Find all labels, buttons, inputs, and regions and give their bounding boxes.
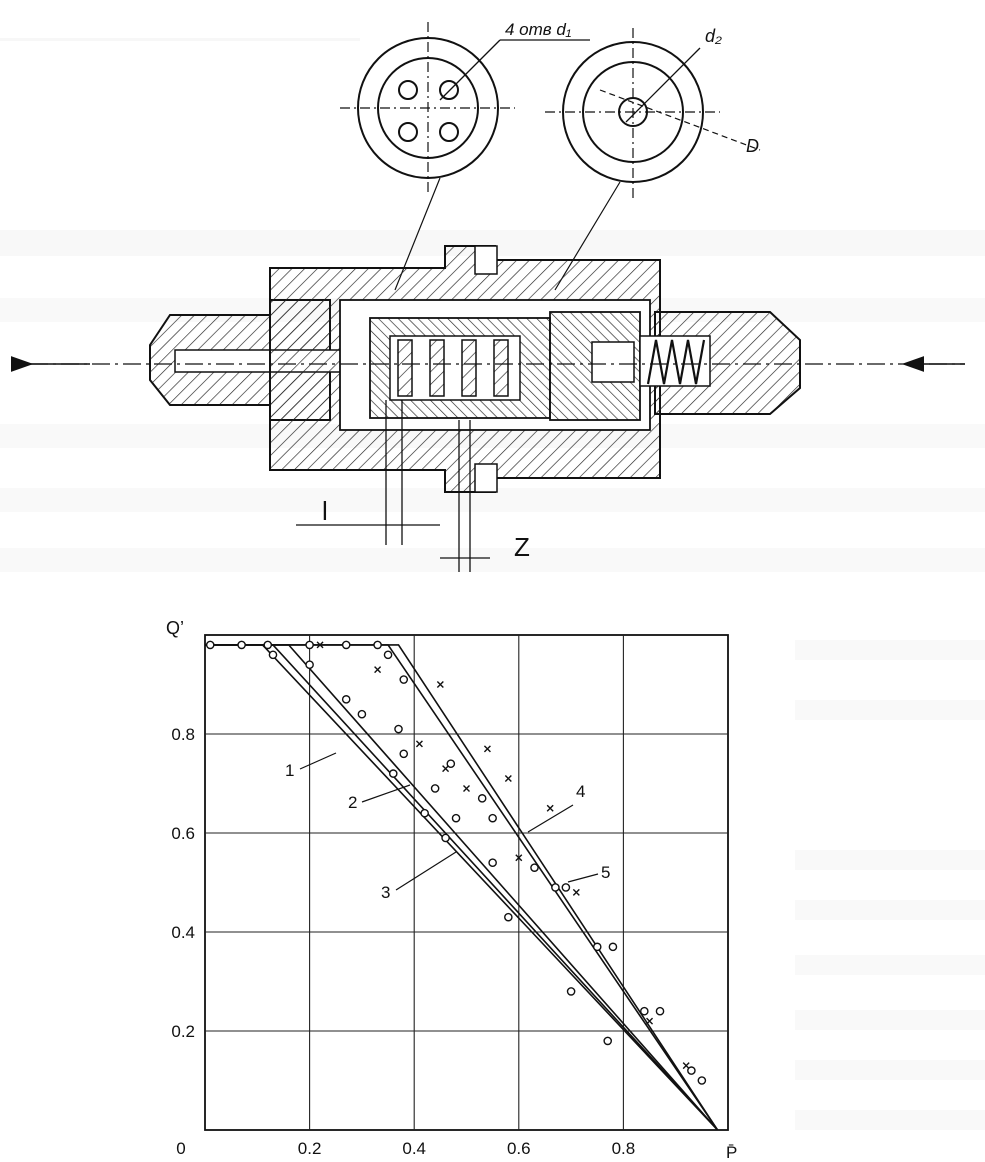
- Z-label: Z: [514, 532, 530, 562]
- data-point-circle: [263, 640, 273, 650]
- curve-label: 2: [348, 793, 357, 812]
- end-view-holes: [340, 22, 590, 195]
- series-line-2: [205, 644, 719, 1131]
- data-point-circle: [430, 784, 440, 793]
- data-point-circle: [399, 675, 409, 684]
- curve-label: 1: [285, 761, 294, 780]
- data-point-circle: [603, 1036, 613, 1046]
- data-point-circle: [566, 987, 576, 996]
- holes-label: 4 отв d₁: [505, 20, 571, 39]
- curve-label-leader: [361, 784, 411, 803]
- curve-label: 3: [381, 883, 390, 902]
- data-point-circle: [341, 640, 351, 650]
- data-point-circle: [640, 1006, 649, 1016]
- l-label: l: [322, 496, 328, 526]
- d2-label: d₂: [705, 26, 722, 46]
- curve-label-leader: [395, 851, 457, 891]
- data-point-cross: [442, 765, 450, 773]
- data-point-circle: [399, 749, 409, 759]
- plot-frame: [204, 634, 729, 1131]
- x-tick-label: 0.4: [402, 1139, 426, 1158]
- data-point-circle: [388, 769, 398, 778]
- data-point-circle: [488, 858, 497, 868]
- x-tick-label: 0.8: [612, 1139, 636, 1158]
- data-point-circle: [488, 813, 497, 823]
- data-point-circle: [420, 808, 429, 818]
- data-point-circle: [205, 640, 215, 650]
- curve-label-leader: [567, 873, 599, 883]
- curve-label-leader: [527, 804, 574, 833]
- y-tick-label: 0.2: [171, 1022, 195, 1041]
- data-point-cross: [682, 1062, 690, 1070]
- data-point-circle: [477, 794, 487, 803]
- data-point-cross: [436, 681, 444, 688]
- data-point-circle: [394, 724, 403, 734]
- data-point-circle: [697, 1076, 707, 1085]
- data-point-circle: [687, 1066, 696, 1075]
- data-point-cross: [463, 784, 470, 792]
- data-point-circle: [530, 863, 539, 872]
- chart-grid: [204, 634, 729, 1131]
- data-point-circle: [383, 650, 393, 660]
- chart-series: [205, 644, 719, 1131]
- data-point-circle: [237, 640, 246, 650]
- x-axis-label: P̄: [726, 1143, 737, 1162]
- bleed-through-text: [0, 38, 985, 1130]
- data-point-circle: [655, 1006, 665, 1016]
- data-point-circle: [592, 942, 602, 952]
- data-point-cross: [415, 740, 423, 748]
- dimension-lines: [296, 400, 490, 572]
- data-point-circle: [441, 833, 450, 843]
- data-point-circle: [561, 883, 571, 892]
- data-point-circle: [357, 709, 367, 719]
- series-line-1: [205, 644, 719, 1131]
- data-point-cross: [515, 854, 523, 862]
- valve-section: [10, 245, 965, 493]
- data-point-circle: [551, 883, 560, 892]
- data-point-circle: [305, 640, 314, 650]
- flow-pressure-chart: 0.8 0.6 0.4 0.2 0 0.2 0.4 0.6 0.8 1 2 3 4 5 Q’ P̄: [166, 618, 737, 1162]
- chart-markers: [205, 640, 707, 1085]
- y-tick-label: 0.8: [171, 725, 195, 744]
- data-point-circle: [608, 942, 618, 952]
- data-point-cross: [572, 888, 580, 896]
- curve-label: 4: [576, 782, 585, 801]
- data-point-circle: [451, 813, 461, 823]
- data-point-cross: [316, 641, 324, 649]
- series-line-5: [205, 644, 719, 1131]
- y-tick-label: 0.6: [171, 824, 195, 843]
- data-point-circle: [268, 650, 278, 660]
- x-tick-label: 0.6: [507, 1139, 531, 1158]
- chart-ticks: 0.8 0.6 0.4 0.2 0 0.2 0.4 0.6 0.8: [171, 725, 635, 1158]
- data-point-circle: [305, 660, 314, 670]
- data-point-cross: [546, 804, 554, 812]
- data-point-circle: [504, 912, 513, 922]
- series-line-3: [205, 644, 719, 1131]
- chart-curve-labels: 1 2 3 4 5: [285, 752, 610, 902]
- y-tick-label: 0.4: [171, 923, 195, 942]
- data-point-cross: [374, 666, 382, 674]
- series-line-4: [205, 644, 719, 1131]
- end-view-orifice: [545, 28, 761, 200]
- x-tick-label: 0.2: [298, 1139, 322, 1158]
- y-axis-label: Q’: [166, 618, 184, 638]
- curve-label-leader: [299, 752, 337, 770]
- data-point-circle: [341, 695, 351, 704]
- data-point-cross: [504, 775, 512, 783]
- data-point-cross: [646, 1017, 654, 1025]
- data-point-circle: [446, 759, 456, 769]
- data-point-cross: [483, 745, 491, 753]
- x-tick-label: 0: [176, 1139, 185, 1158]
- data-point-circle: [373, 640, 382, 650]
- D-label: D: [746, 136, 759, 156]
- curve-label: 5: [601, 863, 610, 882]
